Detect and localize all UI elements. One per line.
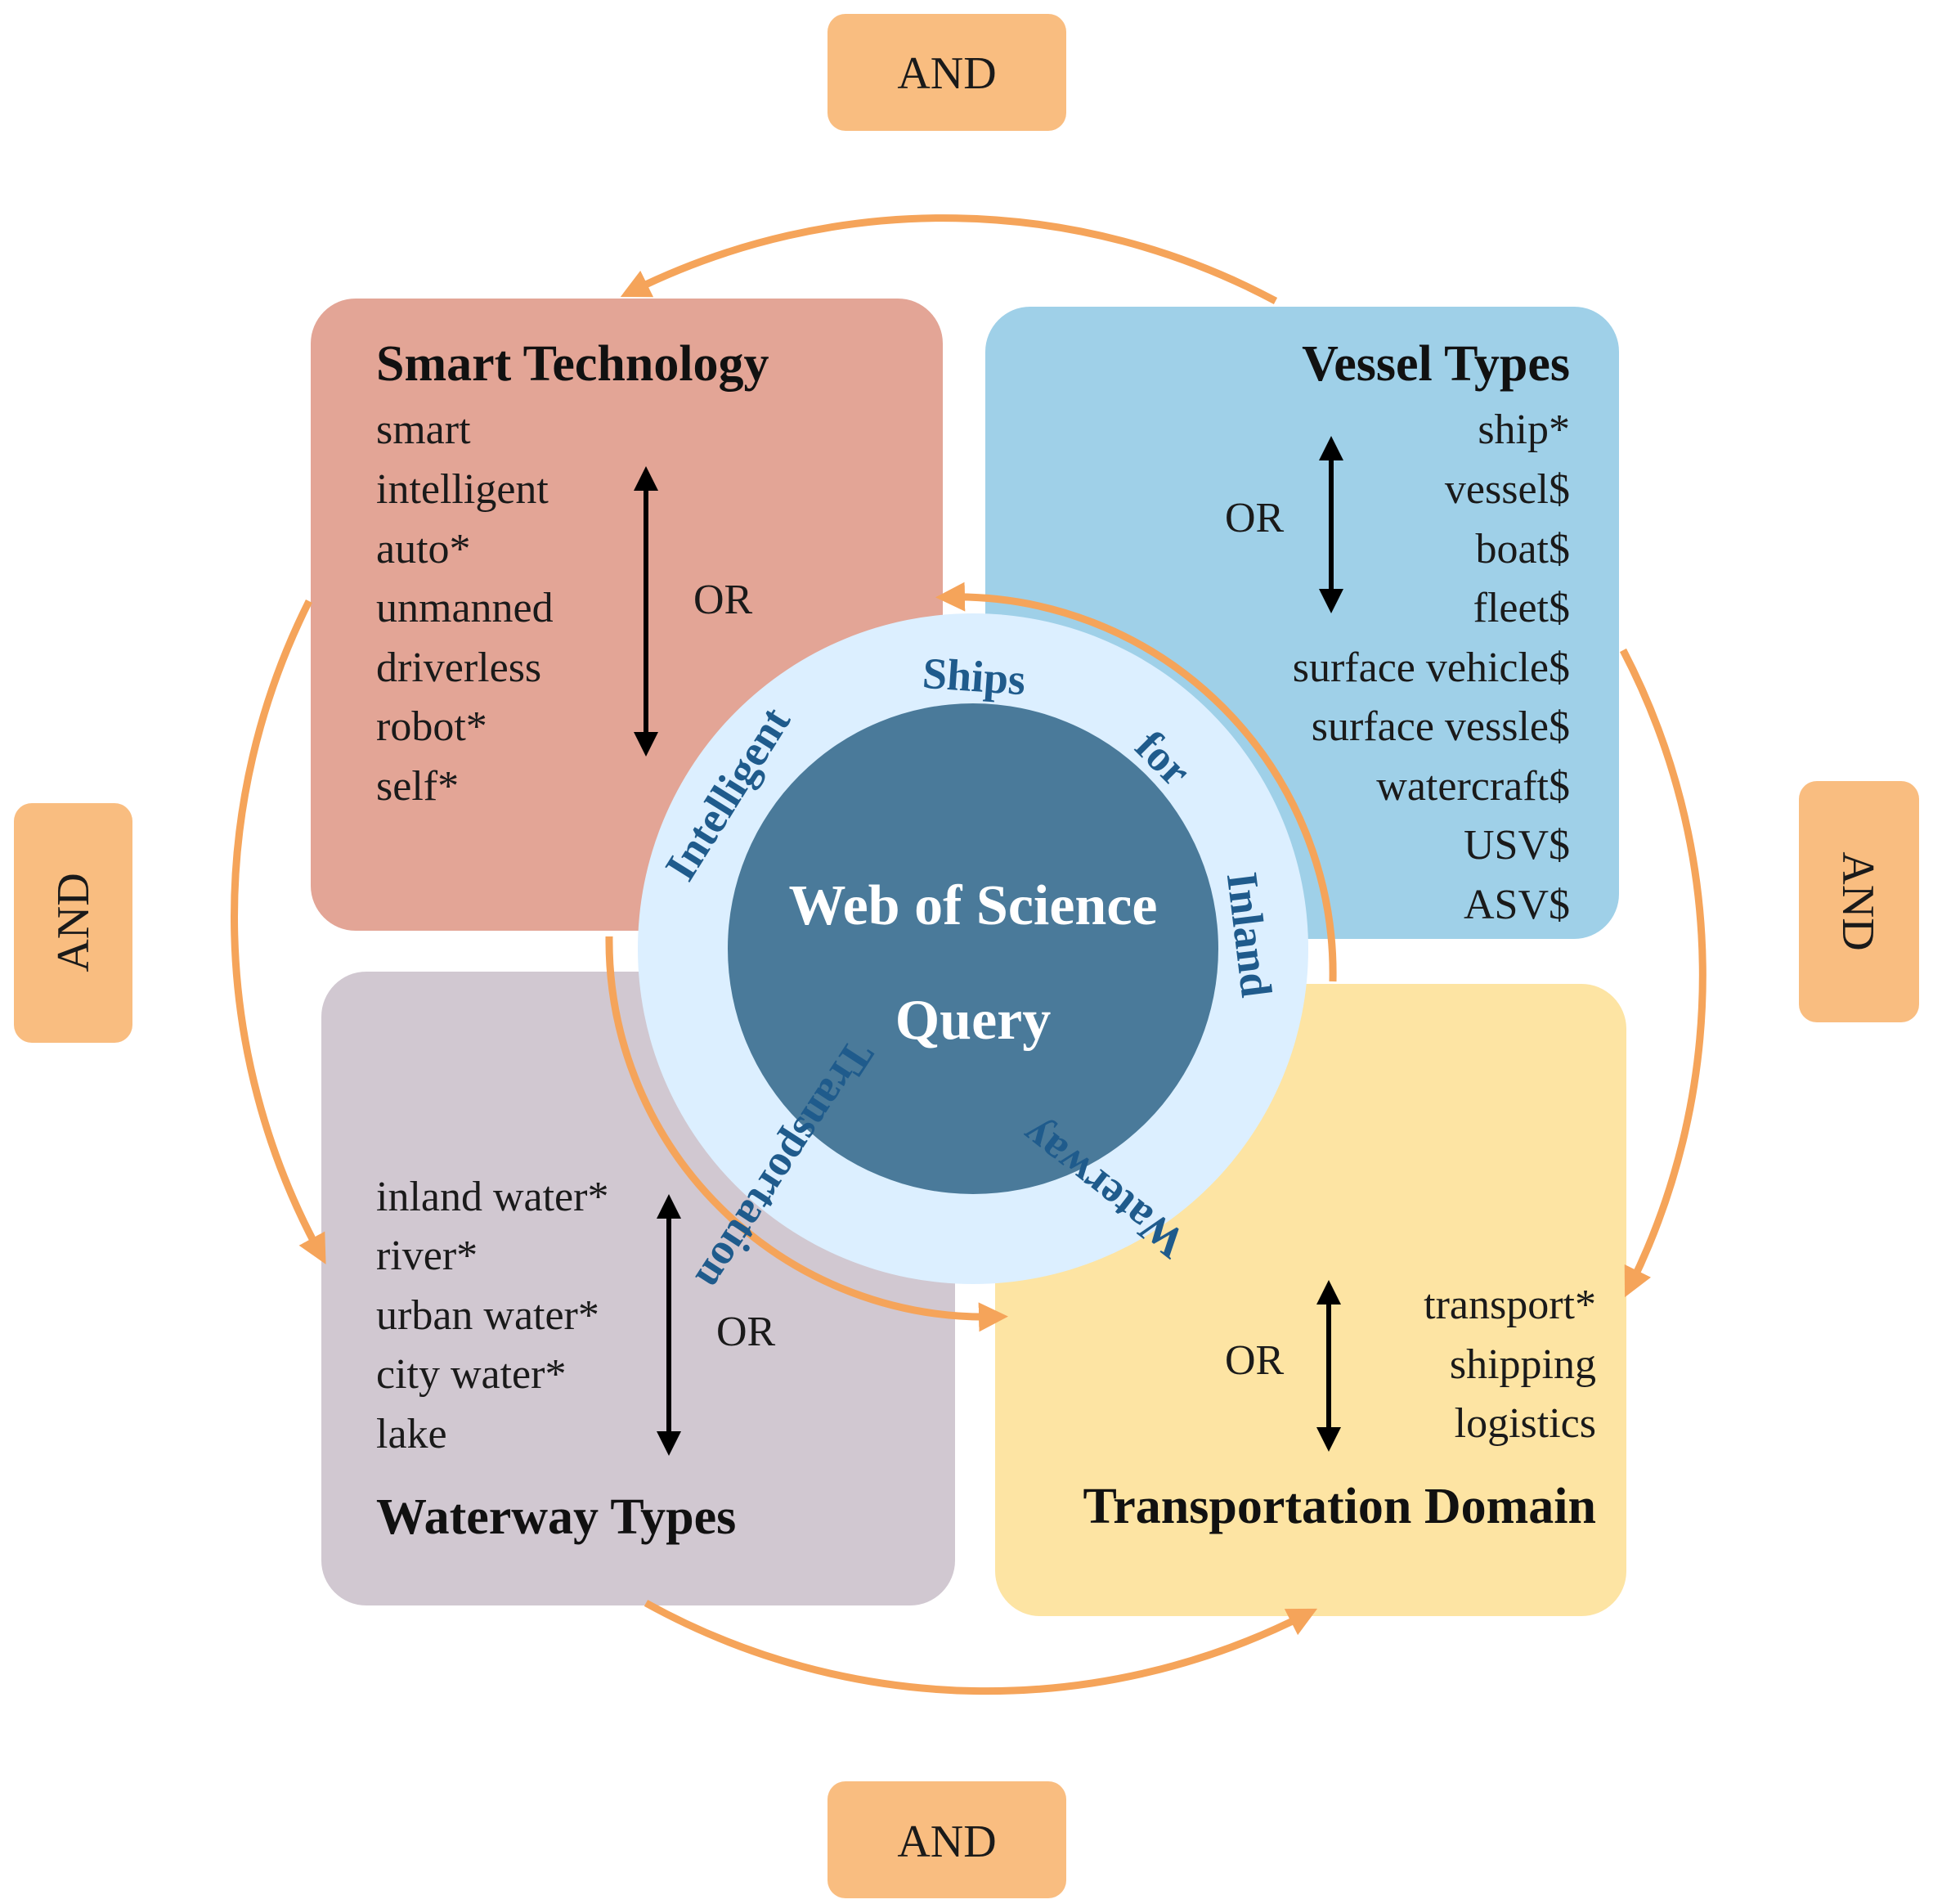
and-box-top: AND	[827, 14, 1066, 131]
and-box-bottom: AND	[827, 1781, 1066, 1898]
center-title-line1: Web of Science	[788, 874, 1157, 937]
smart-term: self*	[376, 763, 459, 810]
and-label-top: AND	[897, 48, 996, 99]
or-label-vessel: OR	[1225, 495, 1285, 541]
smart-term: smart	[376, 406, 471, 453]
transport-term: transport*	[1424, 1282, 1596, 1328]
waterway-types-title: Waterway Types	[376, 1489, 736, 1545]
or-label-smart: OR	[693, 577, 753, 623]
waterway-term: urban water*	[376, 1292, 599, 1339]
inner-arc-lower	[605, 936, 1008, 1332]
center-title-line2: Query	[895, 989, 1052, 1052]
ring-word-ships: Ships	[921, 649, 1027, 705]
vessel-term: ASV$	[1464, 882, 1570, 928]
transport-term: logistics	[1455, 1400, 1596, 1447]
inner-arc-upper	[935, 582, 1337, 982]
transport-term: shipping	[1450, 1341, 1596, 1388]
waterway-term: inland water*	[376, 1174, 608, 1220]
vessel-term: ship*	[1478, 406, 1570, 453]
smart-term: unmanned	[376, 585, 554, 631]
vessel-term: USV$	[1464, 822, 1570, 869]
and-label-left: AND	[48, 873, 99, 972]
and-box-left: AND	[14, 803, 132, 1043]
or-label-transport: OR	[1225, 1337, 1285, 1384]
and-arc-left	[231, 599, 326, 1264]
vessel-term: surface vehicle$	[1293, 644, 1570, 691]
or-label-waterway: OR	[716, 1309, 776, 1355]
waterway-term: lake	[376, 1411, 447, 1457]
smart-technology-title: Smart Technology	[376, 336, 769, 392]
waterway-term: river*	[376, 1233, 478, 1279]
vessel-term: boat$	[1475, 526, 1570, 573]
and-label-right: AND	[1832, 851, 1883, 950]
waterway-term: city water*	[376, 1351, 566, 1398]
vessel-term: surface vessle$	[1312, 703, 1570, 750]
smart-term: intelligent	[376, 466, 549, 513]
vessel-term: vessel$	[1445, 466, 1570, 513]
and-box-right: AND	[1799, 781, 1919, 1022]
and-arc-bottom	[644, 1600, 1318, 1695]
and-arc-top	[620, 214, 1278, 304]
vessel-types-title: Vessel Types	[1302, 336, 1570, 392]
smart-term: driverless	[376, 644, 541, 691]
vessel-term: fleet$	[1473, 585, 1570, 631]
and-label-bottom: AND	[897, 1816, 996, 1867]
smart-term: auto*	[376, 526, 471, 573]
center-disc	[728, 703, 1218, 1194]
transportation-domain-title: Transportation Domain	[1083, 1479, 1596, 1534]
and-arc-right	[1620, 648, 1707, 1298]
vessel-term: watercraft$	[1376, 763, 1570, 810]
smart-term: robot*	[376, 703, 487, 750]
